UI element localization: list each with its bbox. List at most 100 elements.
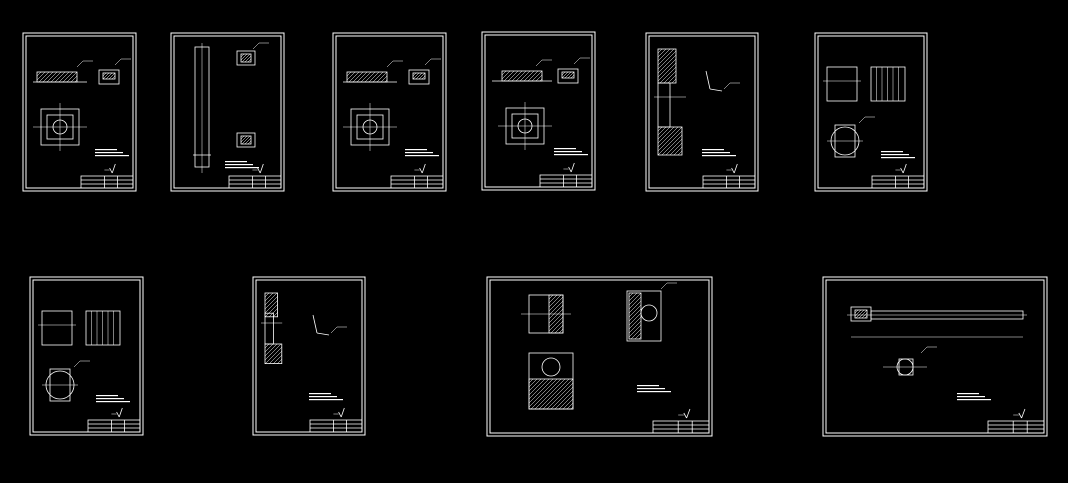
geometry-line [273, 354, 282, 364]
geometry-line [62, 72, 74, 82]
geometry-line [265, 344, 278, 357]
note-line [702, 155, 736, 157]
note-line [225, 161, 247, 163]
geometry-line [723, 82, 731, 90]
geometry-line [629, 308, 641, 322]
sheet-outer-border [170, 32, 285, 192]
note-line [702, 149, 724, 151]
title-block [228, 163, 282, 189]
sheet-outer-border [814, 32, 928, 192]
drawing-sheet-2[interactable] [170, 32, 285, 192]
geometry-line [527, 71, 539, 81]
geometry-line [66, 72, 77, 82]
geometry-line [629, 324, 641, 338]
drawing-sheet-9[interactable] [486, 276, 729, 437]
geometry-line [902, 163, 907, 174]
geometry-line [920, 346, 928, 354]
drawing-sheet-10[interactable] [822, 276, 1048, 437]
geometry-rect [412, 72, 426, 80]
title-block [871, 163, 925, 189]
geometry-line [658, 50, 676, 70]
geometry-line [530, 379, 562, 409]
geometry-rect [657, 126, 683, 156]
geometry-line [259, 163, 264, 174]
geometry-line [265, 344, 274, 353]
drawing-sheet-6[interactable] [814, 32, 928, 192]
geometry-rect [626, 290, 662, 342]
geometry-line [529, 379, 550, 400]
geometry-line [241, 136, 251, 144]
geometry-line [503, 71, 515, 81]
geometry-line [73, 360, 81, 368]
note-line [95, 155, 129, 157]
geometry-rect [557, 68, 579, 84]
drawing-sheet-3[interactable] [332, 32, 447, 192]
geometry-line [629, 296, 641, 310]
geometry-rect [85, 310, 121, 346]
note-line [96, 395, 118, 397]
geometry-line [360, 72, 372, 82]
geometry-rect [652, 420, 710, 434]
geometry-line [558, 394, 573, 409]
sheet-inner-border [173, 35, 282, 189]
geometry-line [709, 88, 723, 92]
geometry-line [50, 72, 62, 82]
geometry-rect [87, 419, 141, 433]
note-line [96, 401, 130, 403]
note-line [957, 393, 979, 395]
geometry-line [46, 72, 58, 82]
geometry-line [858, 116, 866, 124]
hatch-pattern [103, 73, 115, 79]
note-line [554, 151, 582, 153]
geometry-circle [541, 357, 561, 377]
geometry-rect [80, 175, 134, 189]
geometry-line [70, 75, 77, 82]
geometry-line [424, 58, 432, 66]
geometry-rect [390, 175, 444, 189]
drawing-sheet-7[interactable] [29, 276, 144, 436]
geometry-line [549, 296, 563, 312]
geometry-line [629, 320, 641, 334]
title-block [390, 163, 444, 189]
geometry-line [114, 58, 122, 66]
sheet-outer-border [252, 276, 366, 436]
geometry-line [103, 73, 110, 79]
geometry-line [523, 71, 535, 81]
hatch-pattern [413, 73, 425, 79]
geometry-line [658, 54, 676, 74]
drawing-sheet-4[interactable] [481, 31, 596, 191]
geometry-line [108, 73, 115, 79]
geometry-line [111, 163, 116, 174]
geometry-line [661, 134, 682, 155]
geometry-line [629, 312, 641, 326]
geometry-rect [702, 175, 756, 189]
geometry-rect [628, 292, 642, 340]
hatch-pattern [658, 49, 676, 83]
geometry-rect [539, 174, 593, 188]
geometry-line [660, 282, 668, 290]
geometry-line [855, 310, 862, 317]
note-line [225, 164, 253, 166]
drawing-sheet-1[interactable] [22, 32, 137, 192]
geometry-line [511, 71, 523, 81]
drawing-sheet-8[interactable] [241, 276, 366, 436]
geometry-line [531, 71, 542, 81]
geometry-line [364, 72, 376, 82]
note-line [96, 398, 124, 400]
sheets-layer [22, 31, 1048, 437]
geometry-line [356, 72, 368, 82]
geometry-line [247, 58, 251, 62]
geometry-line [38, 72, 50, 82]
hatch-pattern [562, 72, 574, 78]
geometry-line [519, 71, 531, 81]
geometry-line [507, 71, 519, 81]
geometry-line [421, 75, 425, 79]
geometry-line [312, 314, 318, 334]
drawing-sheet-5[interactable] [624, 32, 759, 192]
geometry-line [535, 74, 542, 81]
geometry-rect [528, 378, 574, 410]
geometry-line [372, 72, 384, 82]
